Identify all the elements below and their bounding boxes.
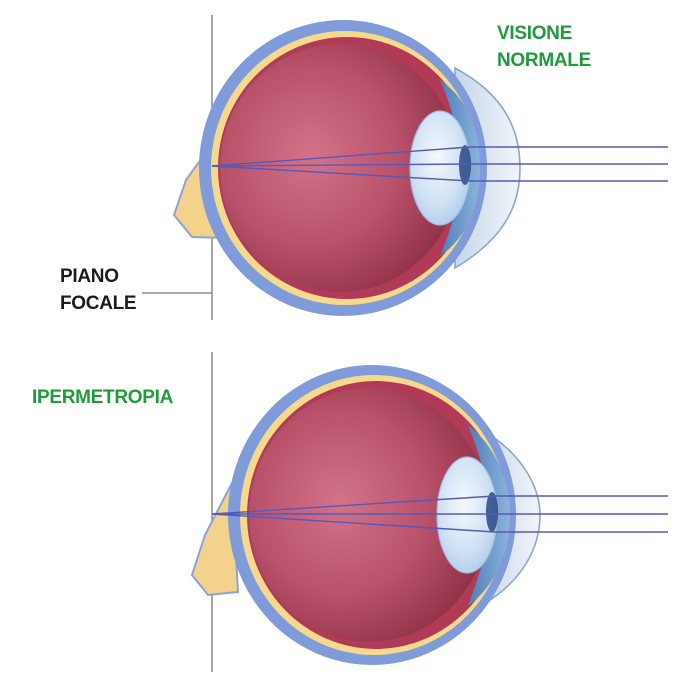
hyperopia-eye (190, 352, 668, 672)
pupil-2 (486, 492, 498, 532)
pupil (459, 145, 471, 185)
iris-2 (468, 425, 510, 606)
normal-vision-label-line1: VISIONE (497, 23, 572, 44)
vitreous-body-2 (249, 388, 489, 642)
focal-plane-label-line1: PIANO (60, 266, 119, 287)
normal-vision-label: VISIONE NORMALE (497, 20, 591, 74)
optic-nerve-2 (190, 479, 240, 597)
focal-plane-label-line2: FOCALE (60, 293, 137, 314)
hyperopia-label: IPERMETROPIA (32, 387, 174, 408)
light-rays (211, 146, 668, 182)
light-rays-2 (211, 495, 668, 533)
vitreous-body (220, 44, 460, 292)
normal-eye (142, 15, 668, 320)
focal-plane-label: PIANO FOCALE (60, 263, 137, 317)
normal-vision-label-line2: NORMALE (497, 50, 591, 71)
